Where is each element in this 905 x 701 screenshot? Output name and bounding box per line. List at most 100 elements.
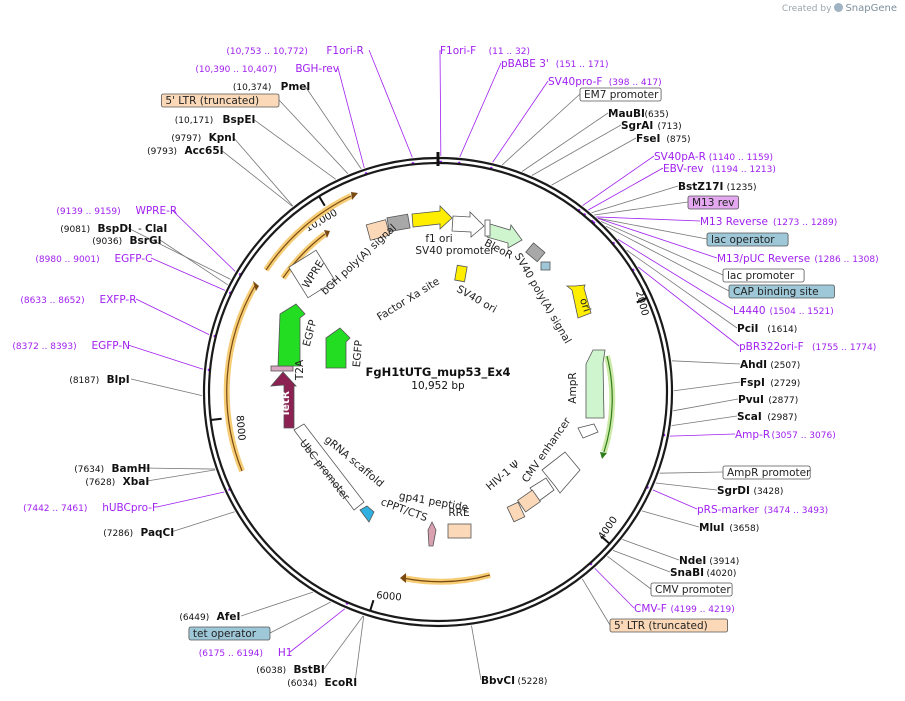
leader-acc65i: [220, 149, 293, 207]
label-f1ori-f[interactable]: F1ori-F(11 .. 32): [440, 45, 530, 57]
label-h1[interactable]: H1(6175 .. 6194): [199, 647, 293, 659]
label-sv40pro-f[interactable]: SV40pro-F(398 .. 417): [548, 76, 662, 88]
orf-arc-right-green-line: [603, 355, 613, 453]
label-xbai[interactable]: XbaI(7628): [85, 476, 149, 488]
label-bgh-rev[interactable]: BGH-rev(10,390 .. 10,407): [195, 63, 339, 75]
label-bspdi[interactable]: BspDI(9081): [60, 223, 132, 235]
label-l4440[interactable]: L4440(1504 .. 1521): [733, 305, 834, 317]
label-coord-egfp-c: (8980 .. 9001): [35, 255, 99, 265]
label-exfp-r[interactable]: EXFP-R(8633 .. 8652): [20, 294, 136, 306]
label-name-cmvprom: CMV promoter: [655, 584, 731, 596]
label-afei[interactable]: AfeI(6449): [179, 611, 240, 623]
leader-tetop: [269, 601, 331, 634]
leader-m13reverse: [596, 216, 701, 222]
label-m13reverse[interactable]: M13 Reverse(1273 .. 1289): [700, 216, 837, 228]
label-tetop[interactable]: tet operator: [188, 626, 271, 641]
leader-f1ori-r: [368, 49, 413, 158]
label-hubcpro[interactable]: hUBCpro-F(7442 .. 7461): [23, 502, 158, 514]
leader-ecori: [354, 615, 365, 683]
label-snabi[interactable]: SnaBI(4020): [670, 567, 736, 579]
label-ahdi[interactable]: AhdI(2507): [740, 359, 800, 371]
label-5ltr-top[interactable]: 5' LTR (truncated): [160, 93, 280, 108]
label-amp-r[interactable]: Amp-R(3057 .. 3076): [735, 429, 836, 441]
label-em7[interactable]: EM7 promoter: [579, 87, 662, 102]
label-bspei[interactable]: BspEI(10,171): [175, 114, 256, 126]
label-coord-bgh-rev: (10,390 .. 10,407): [195, 65, 276, 75]
label-acc65i[interactable]: Acc65I(9793): [147, 145, 223, 157]
label-coord-fspi: (2729): [770, 379, 800, 389]
feature-t2a-strip: [270, 365, 294, 372]
leader-fsei: [551, 137, 637, 186]
orf-arrowhead-5: [600, 452, 607, 459]
tick-label-4000: 4000: [596, 515, 620, 542]
leader-sgrai: [531, 124, 622, 176]
label-sv40pa-r[interactable]: SV40pA-R(1140 .. 1159): [654, 151, 773, 163]
label-prs[interactable]: pRS-marker(3474 .. 3493): [697, 504, 828, 516]
leader-ahdi: [671, 360, 741, 365]
label-wpre-r[interactable]: WPRE-R(9139 .. 9159): [56, 205, 177, 217]
feature-box-orange-ltr: [517, 489, 541, 513]
label-pmei[interactable]: PmeI(10,374): [233, 81, 310, 93]
label-cap[interactable]: CAP binding site: [728, 284, 835, 299]
label-mlui[interactable]: MluI(3658): [699, 522, 759, 534]
label-name-pcii: PciI: [737, 323, 758, 335]
label-paqci[interactable]: PaqCI(7286): [103, 527, 174, 539]
label-coord-exfp-r: (8633 .. 8652): [20, 296, 84, 306]
label-lacop[interactable]: lac operator: [706, 232, 789, 247]
label-egfp-c[interactable]: EGFP-C(8980 .. 9001): [35, 253, 152, 265]
label-fsei[interactable]: FseI(875): [636, 133, 691, 145]
label-clai[interactable]: ClaI-: [138, 223, 167, 235]
label-sgrai[interactable]: SgrAI(713): [621, 120, 682, 132]
leader-bgh-rev: [337, 67, 365, 168]
label-bsrgi[interactable]: BsrGI(9036): [92, 235, 161, 247]
label-fspi[interactable]: FspI(2729): [740, 377, 800, 389]
label-bbvci[interactable]: BbvCI(5228): [481, 675, 547, 687]
leader-pmei: [304, 85, 362, 170]
feature-label-sv40ori: SV40 ori: [454, 283, 498, 316]
label-ebv-rev[interactable]: EBV-rev(1194 .. 1213): [663, 163, 776, 175]
label-blpi[interactable]: BlpI(8187): [69, 374, 129, 386]
label-name-egfp-n: EGFP-N: [91, 340, 130, 352]
orf-arrowhead-2: [324, 230, 330, 238]
leader-bstbi: [323, 615, 364, 670]
feature-arrow-white-top: [451, 211, 485, 238]
label-maubi[interactable]: MauBI(635): [608, 108, 669, 120]
leader-5ltr-top: [278, 99, 349, 175]
feature-arrow-yellow-ori: [565, 284, 592, 319]
label-5ltr-bot[interactable]: 5' LTR (truncated): [609, 618, 729, 633]
label-name-ampr-prom: AmpR promoter: [727, 467, 811, 479]
leader-blpi: [130, 378, 203, 397]
label-f1ori-r[interactable]: F1ori-R(10,753 .. 10,772): [226, 45, 363, 57]
feature-label-tetr: TetR: [280, 391, 292, 417]
label-coord-fsei: (875): [666, 135, 690, 145]
label-ndei[interactable]: NdeI(3914): [679, 555, 739, 567]
label-bamhi[interactable]: BamHI(7634): [74, 463, 150, 475]
label-cmvprom[interactable]: CMV promoter: [650, 582, 733, 597]
label-scai[interactable]: ScaI(2987): [737, 411, 797, 423]
leader-hubcpro: [156, 491, 225, 508]
label-ecori[interactable]: EcoRI(6034): [287, 677, 357, 689]
leader-mlui: [641, 510, 700, 528]
label-coord-f1ori-f: (11 .. 32): [489, 47, 530, 57]
label-cmv-f[interactable]: CMV-F(4199 .. 4219): [634, 603, 735, 615]
label-bstz17i[interactable]: BstZ17I(1235): [678, 181, 757, 193]
label-name-scai: ScaI: [737, 411, 762, 423]
label-pbr322[interactable]: pBR322ori-F(1755 .. 1774): [739, 341, 876, 353]
label-egfp-n[interactable]: EGFP-N(8372 .. 8393): [12, 340, 130, 352]
tick-10000: [318, 195, 326, 207]
label-name-clai: ClaI: [145, 223, 167, 235]
label-coord-h1: (6175 .. 6194): [199, 649, 263, 659]
label-name-xbai: XbaI: [123, 476, 150, 488]
label-lacprom[interactable]: lac promoter: [722, 268, 805, 283]
label-pcii[interactable]: PciI(1614): [737, 323, 797, 335]
label-m13rev[interactable]: M13 rev: [687, 195, 740, 210]
label-ampr-prom[interactable]: AmpR promoter: [722, 465, 811, 480]
label-kpni[interactable]: KpnI(9797): [171, 132, 235, 144]
label-bstbi[interactable]: BstBI(6038): [256, 664, 325, 676]
label-m13puc[interactable]: M13/pUC Reverse(1286 .. 1308): [717, 253, 879, 265]
label-name-bsrgi: BsrGI: [130, 235, 162, 247]
label-sgrdi[interactable]: SgrDI(3428): [717, 485, 783, 497]
label-pvui[interactable]: PvuI(2877): [738, 394, 798, 406]
label-pbabe3[interactable]: pBABE 3'(151 .. 171): [501, 58, 609, 70]
